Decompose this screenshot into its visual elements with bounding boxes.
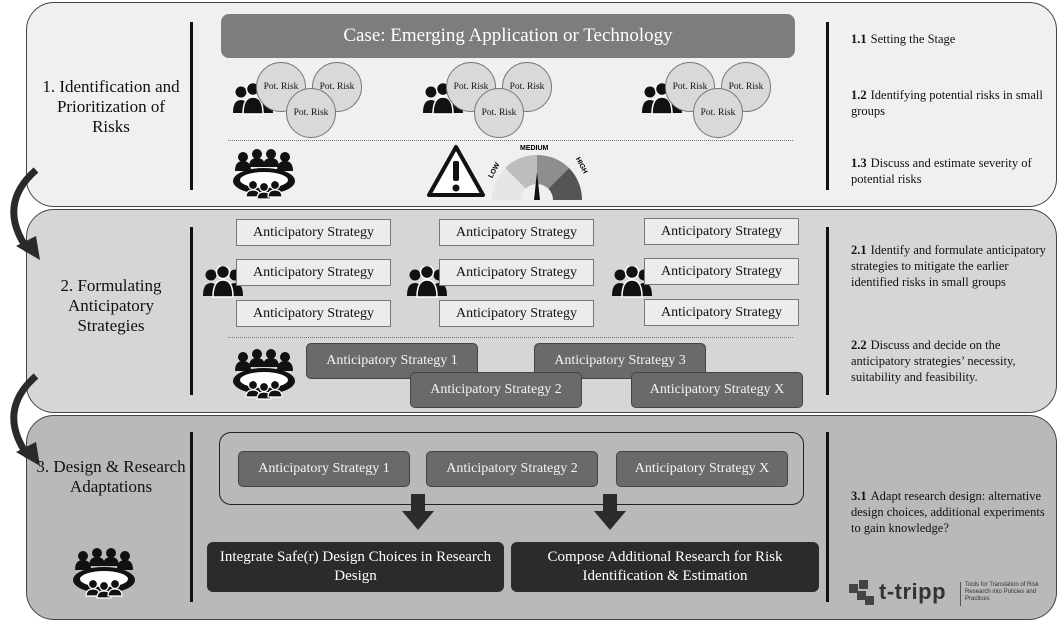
left-divider-3 xyxy=(190,432,193,602)
stage-3-title: 3. Design & Research Adaptations xyxy=(36,457,186,496)
warning-icon xyxy=(427,145,485,197)
left-divider-2 xyxy=(190,227,193,395)
left-divider-1 xyxy=(190,22,193,190)
down-arrow xyxy=(594,494,626,530)
strategy-box: Anticipatory Strategy xyxy=(644,218,799,245)
strategy-box: Anticipatory Strategy xyxy=(644,258,799,285)
logo-divider xyxy=(960,582,961,606)
final-strategy-2: Anticipatory Strategy 2 xyxy=(426,451,598,487)
strategy-box: Anticipatory Strategy xyxy=(236,219,391,246)
logo-tagline: Tools for Translation of Risk Research i… xyxy=(965,582,1039,602)
strategy-frame xyxy=(219,432,804,505)
stage-3-panel xyxy=(26,415,1057,620)
right-divider-3 xyxy=(826,432,829,602)
t-tripp-logo-icon xyxy=(849,580,874,605)
case-banner: Case: Emerging Application or Technology xyxy=(221,14,795,58)
integrate-design-box: Integrate Safe(r) Design Choices in Rese… xyxy=(207,542,504,592)
gauge-high-label: HIGH xyxy=(574,156,588,175)
risk-circle: Pot. Risk xyxy=(693,88,743,138)
dotted-separator xyxy=(228,140,793,141)
risk-circle: Pot. Risk xyxy=(474,88,524,138)
stage-2-title: 2. Formulating Anticipatory Strategies xyxy=(60,276,162,335)
selected-strategy-x: Anticipatory Strategy X xyxy=(631,372,803,408)
additional-research-box: Compose Additional Research for Risk Ide… xyxy=(511,542,819,592)
strategy-box: Anticipatory Strategy xyxy=(236,259,391,286)
strategy-box: Anticipatory Strategy xyxy=(439,259,594,286)
gauge-medium-label: MEDIUM xyxy=(520,145,549,152)
round-table-icon xyxy=(72,548,136,599)
right-divider-1 xyxy=(826,22,829,190)
round-table-icon xyxy=(232,149,296,200)
stage-1-to-2-arrow xyxy=(10,167,40,260)
strategy-box: Anticipatory Strategy xyxy=(644,299,799,326)
dotted-separator xyxy=(228,337,793,338)
stage-2-to-3-arrow xyxy=(10,373,40,466)
severity-gauge: LOW MEDIUM HIGH xyxy=(488,145,588,204)
round-table-icon xyxy=(232,349,296,400)
strategy-box: Anticipatory Strategy xyxy=(236,300,391,327)
risk-circle: Pot. Risk xyxy=(286,88,336,138)
strategy-box: Anticipatory Strategy xyxy=(439,300,594,327)
down-arrow xyxy=(402,494,434,530)
selected-strategy-2: Anticipatory Strategy 2 xyxy=(410,372,582,408)
final-strategy-x: Anticipatory Strategy X xyxy=(616,451,788,487)
stage-1-title: 1. Identification and Prioritization of … xyxy=(42,77,180,136)
strategy-box: Anticipatory Strategy xyxy=(439,219,594,246)
logo-name: t-tripp xyxy=(879,579,947,604)
right-divider-2 xyxy=(826,227,829,395)
final-strategy-1: Anticipatory Strategy 1 xyxy=(238,451,410,487)
